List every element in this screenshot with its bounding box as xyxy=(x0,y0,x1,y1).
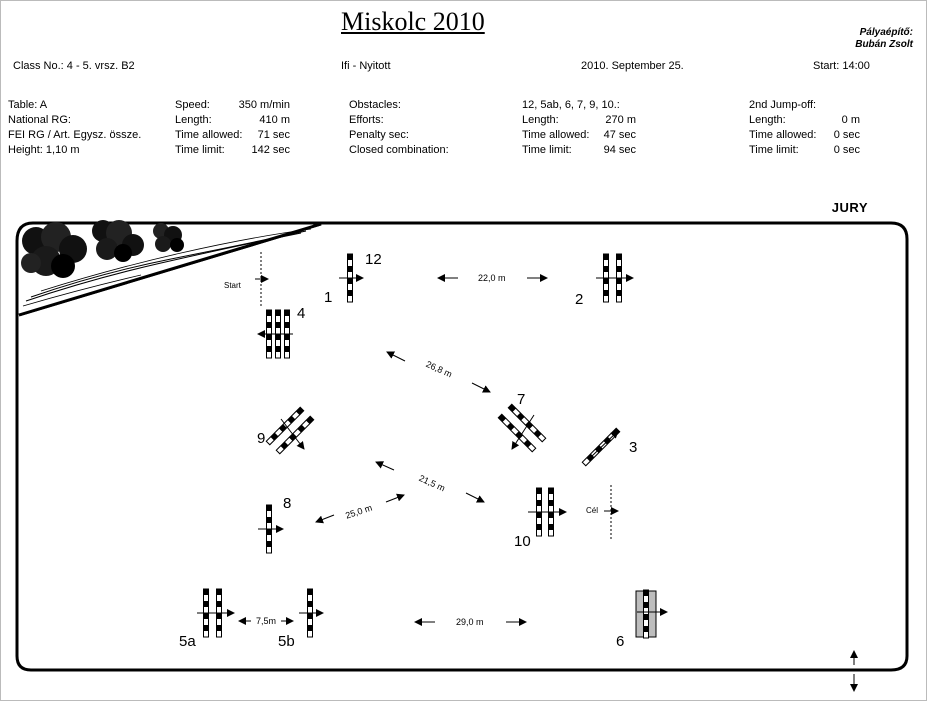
tree-icon xyxy=(153,223,184,252)
jumpoff2-time-limit-value: 0 sec xyxy=(833,144,860,156)
course-designer-name: Bubán Zsolt xyxy=(855,39,913,50)
distance-9-10: 21,5 m xyxy=(375,461,485,503)
jumpoff2-time-allowed-label: Time allowed: xyxy=(749,129,817,141)
tree-icon xyxy=(92,220,144,262)
obstacle-number: 12 xyxy=(365,251,382,268)
obstacle-5a: 5a xyxy=(179,588,235,650)
obstacles-label: Obstacles: xyxy=(349,99,401,111)
distance-label: 29,0 m xyxy=(456,617,484,627)
time-allowed-value: 71 sec xyxy=(257,129,290,141)
efforts-label: Efforts: xyxy=(349,114,384,126)
start-line: Start xyxy=(224,252,269,306)
jumpoff2-length-value: 0 m xyxy=(841,114,860,126)
obstacle-number: 7 xyxy=(517,391,525,408)
jumpoff1-time-limit-value: 94 sec xyxy=(603,144,636,156)
start-time: Start: 14:00 xyxy=(813,60,870,72)
table-type: Table: A xyxy=(8,99,48,111)
obstacle-5b: 5b xyxy=(278,588,324,650)
distance-label: 26,8 m xyxy=(424,359,453,379)
fei-rg: FEI RG / Art. Egysz. össze. xyxy=(8,129,142,141)
distance-1-2: 22,0 m xyxy=(437,273,548,283)
obstacle-number: 10 xyxy=(514,533,531,550)
obstacle-number: 3 xyxy=(629,439,637,456)
distance-label: 22,0 m xyxy=(478,273,506,283)
corner-decoration xyxy=(18,220,322,317)
distance-5a-5b: 7,5m xyxy=(238,616,294,626)
time-limit-value: 142 sec xyxy=(251,144,290,156)
finish-line: Cél xyxy=(586,485,619,539)
obstacle-number: 5a xyxy=(179,633,196,650)
penalty-sec-label: Penalty sec: xyxy=(349,129,409,141)
jumpoff2-length-label: Length: xyxy=(749,114,786,126)
distance-label: 21,5 m xyxy=(417,473,446,493)
distance-4-7: 26,8 m xyxy=(386,351,491,393)
national-rg: National RG: xyxy=(8,114,71,126)
jumpoff2-time-allowed-value: 0 sec xyxy=(833,129,860,141)
obstacle-number: 5b xyxy=(278,633,295,650)
obstacle-9: 9 xyxy=(257,406,315,455)
info-column-jumpoff1: 12, 5ab, 6, 7, 9, 10.: Length: Time allo… xyxy=(522,98,620,158)
obstacle-1: 1 12 xyxy=(324,251,382,306)
obstacle-8: 8 xyxy=(258,495,291,554)
info-column-jumpoff2-values: 0 m 0 sec 0 sec xyxy=(816,113,860,158)
obstacle-number: 8 xyxy=(283,495,291,512)
jumpoff1-length-label: Length: xyxy=(522,114,559,126)
jumpoff1-time-allowed-value: 47 sec xyxy=(603,129,636,141)
obstacle-3: 3 xyxy=(581,427,637,467)
distance-label: 25,0 m xyxy=(344,503,373,521)
obstacle-10: 10 xyxy=(514,487,567,550)
obstacle-number: 9 xyxy=(257,430,265,447)
length-label: Length: xyxy=(175,114,212,126)
jumpoff2-time-limit-label: Time limit: xyxy=(749,144,799,156)
info-column-speed-values: 350 m/min 410 m 71 sec 142 sec xyxy=(233,98,290,158)
jumpoff1-length-value: 270 m xyxy=(605,114,636,126)
tree-icon xyxy=(21,222,87,278)
event-date: 2010. September 25. xyxy=(581,60,684,72)
jumpoff1-time-allowed-label: Time allowed: xyxy=(522,129,590,141)
info-column-obstacles: Obstacles: Efforts: Penalty sec: Closed … xyxy=(349,98,449,158)
obstacle-2: 2 xyxy=(575,253,634,308)
info-column-speed: Speed: Length: Time allowed: Time limit: xyxy=(175,98,242,158)
speed-value: 350 m/min xyxy=(238,99,290,111)
distance-label: 7,5m xyxy=(256,616,276,626)
closed-combination-label: Closed combination: xyxy=(349,144,449,156)
info-column-jumpoff1-values: 270 m 47 sec 94 sec xyxy=(586,113,636,158)
course-designer-role: Pályaépítő: xyxy=(859,27,913,38)
speed-label: Speed: xyxy=(175,99,210,111)
time-allowed-label: Time allowed: xyxy=(175,129,243,141)
obstacle-number: 6 xyxy=(616,633,624,650)
distance-10-8: 25,0 m xyxy=(315,493,405,524)
time-limit-label: Time limit: xyxy=(175,144,225,156)
class-number: Class No.: 4 - 5. vrsz. B2 xyxy=(13,60,135,72)
info-column-jumpoff2: 2nd Jump-off: Length: Time allowed: Time… xyxy=(749,98,816,158)
obstacle-number: 1 xyxy=(324,289,332,306)
arena-boundary xyxy=(15,221,909,672)
obstacle-number: 2 xyxy=(575,291,583,308)
jumpoff2-header: 2nd Jump-off: xyxy=(749,99,817,111)
jumpoff1-time-limit-label: Time limit: xyxy=(522,144,572,156)
category: Ifi - Nyitott xyxy=(341,60,391,72)
obstacle-number: 4 xyxy=(297,305,305,322)
jumpoff1-header: 12, 5ab, 6, 7, 9, 10.: xyxy=(522,99,620,111)
length-value: 410 m xyxy=(259,114,290,126)
start-label: Start xyxy=(224,281,242,290)
finish-label: Cél xyxy=(586,506,598,515)
info-column-general: Table: A National RG: FEI RG / Art. Egys… xyxy=(8,98,141,158)
obstacle-7: 7 xyxy=(497,391,547,453)
obstacle-4: 4 xyxy=(257,305,305,359)
obstacle-6: 6 xyxy=(616,589,668,650)
page-title: Miskolc 2010 xyxy=(341,7,485,36)
distance-5b-6: 29,0 m xyxy=(414,617,527,627)
jury-label: JURY xyxy=(831,200,868,215)
fence-height: Height: 1,10 m xyxy=(8,144,80,156)
